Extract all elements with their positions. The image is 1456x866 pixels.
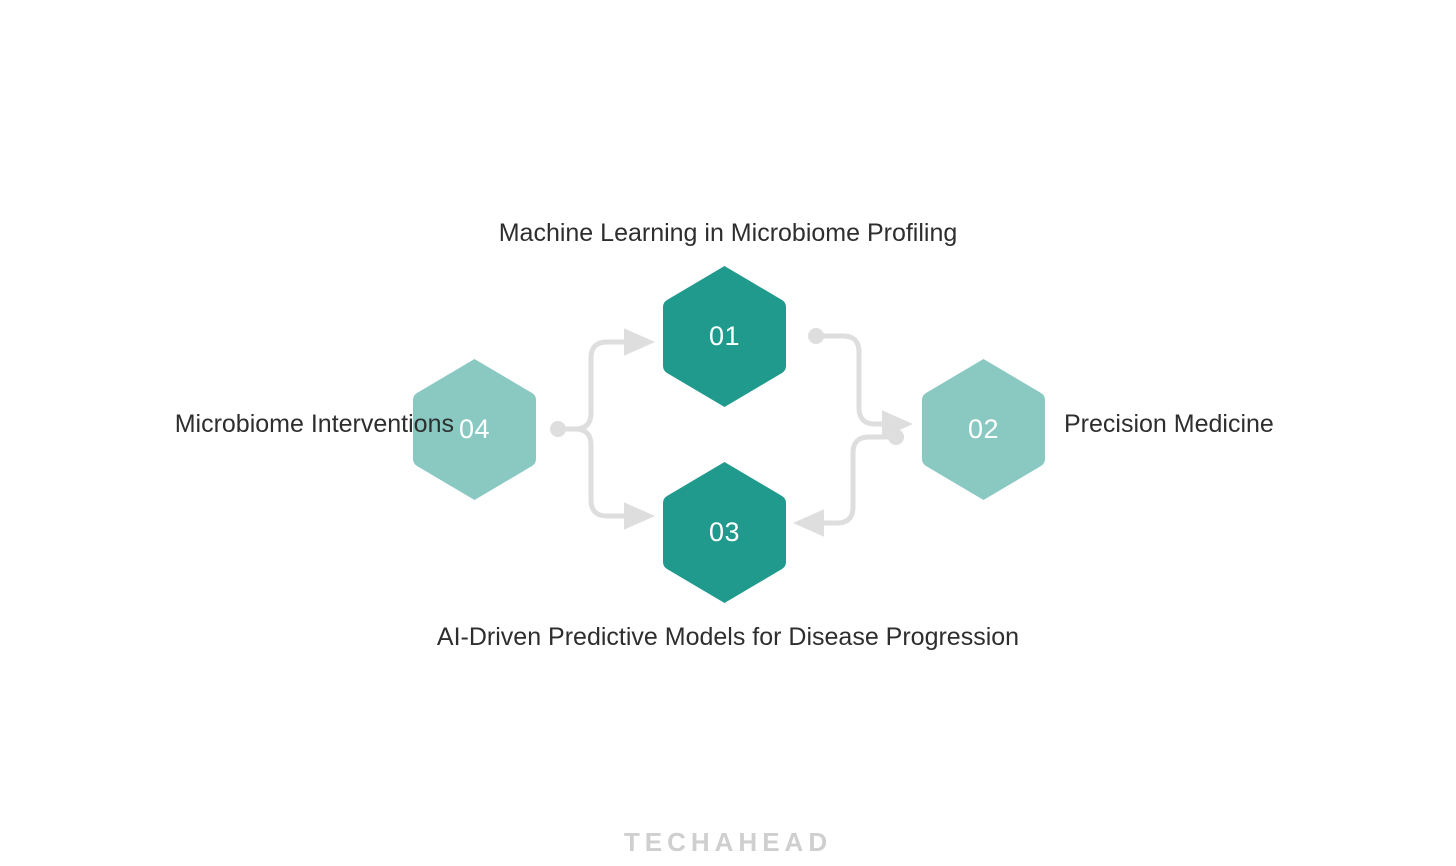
connector-dot-top-right (808, 328, 824, 344)
connector-01-to-02 (821, 333, 913, 438)
hexagon-number-02: 02 (967, 414, 1000, 444)
connector-dot-bottom-right (888, 429, 904, 445)
node-label-01: Machine Learning in Microbiome Profiling (498, 219, 958, 247)
hexagon-shape-02 (922, 359, 1045, 500)
connector-02-to-03 (793, 434, 891, 537)
connector-04-to-01 (563, 328, 655, 432)
hexagon-shape-04 (413, 359, 536, 500)
node-label-02: Precision Medicine (1064, 410, 1274, 438)
hexagon-node-02[interactable]: 02 (920, 357, 1047, 502)
hexagon-shape-01 (663, 266, 786, 407)
hexagon-shape-03 (663, 462, 786, 603)
connector-04-to-03 (563, 426, 655, 530)
node-label-04: Microbiome Interventions (174, 410, 454, 438)
connector-dot-left (550, 421, 566, 437)
hexagon-node-01[interactable]: 01 (661, 264, 788, 409)
hexagon-number-04: 04 (458, 414, 491, 444)
hexagon-node-04[interactable]: 04 (411, 357, 538, 502)
hexagon-number-01: 01 (708, 321, 741, 351)
watermark-techahead: TECHAHEAD (623, 827, 833, 857)
hexagon-node-03[interactable]: 03 (661, 460, 788, 605)
node-label-03: AI-Driven Predictive Models for Disease … (436, 623, 1020, 651)
hexagon-number-03: 03 (708, 517, 741, 547)
